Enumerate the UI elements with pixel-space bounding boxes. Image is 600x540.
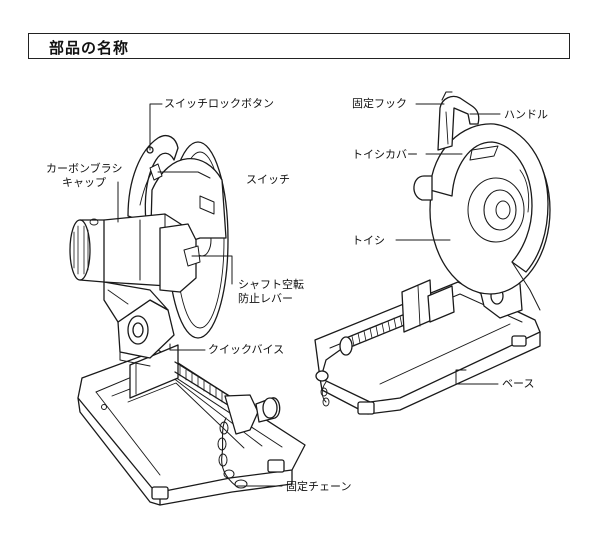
right-wheel-cover xyxy=(429,123,549,273)
right-fixing-hook-shape xyxy=(441,91,453,101)
label-shaft-lock-line1: シャフト空転 xyxy=(238,278,304,291)
leader-shaft-lock-lever xyxy=(191,255,233,285)
left-switch-shape xyxy=(149,163,163,181)
label-fixing-hook: 固定フック xyxy=(352,97,407,110)
right-motor xyxy=(413,175,433,201)
label-fixing-chain: 固定チェーン xyxy=(286,480,352,493)
label-shaft-lock-line2: 防止レバー xyxy=(238,292,293,305)
label-wheel-cover: トイシカバー xyxy=(352,148,418,161)
leader-base xyxy=(455,369,499,385)
left-handle xyxy=(127,134,179,223)
left-fixing-chain xyxy=(221,417,253,487)
left-machine xyxy=(69,134,306,506)
section-title-box: 部品の名称 xyxy=(28,33,570,59)
right-machine xyxy=(314,91,551,415)
label-switch-lock-button: スイッチロックボタン xyxy=(164,97,274,110)
label-handle: ハンドル xyxy=(504,108,548,121)
label-carbon-brush-cap-line1: カーボンブラシ xyxy=(46,162,123,175)
leader-lines xyxy=(117,103,501,487)
label-base: ベース xyxy=(502,377,535,390)
leader-switch-lock-button xyxy=(149,103,163,151)
section-title: 部品の名称 xyxy=(49,39,130,57)
label-switch: スイッチ xyxy=(246,173,290,186)
right-handle xyxy=(437,95,480,151)
label-carbon-brush-cap-line2: キャップ xyxy=(62,176,106,189)
label-wheel: トイシ xyxy=(352,234,385,247)
left-vise-fence xyxy=(129,344,179,399)
right-fixing-chain xyxy=(321,381,327,403)
label-quick-vise: クイックバイス xyxy=(208,343,285,356)
left-carbon-brush-cap xyxy=(69,218,105,283)
leader-switch xyxy=(157,171,211,179)
leader-quick-vise xyxy=(169,343,206,351)
